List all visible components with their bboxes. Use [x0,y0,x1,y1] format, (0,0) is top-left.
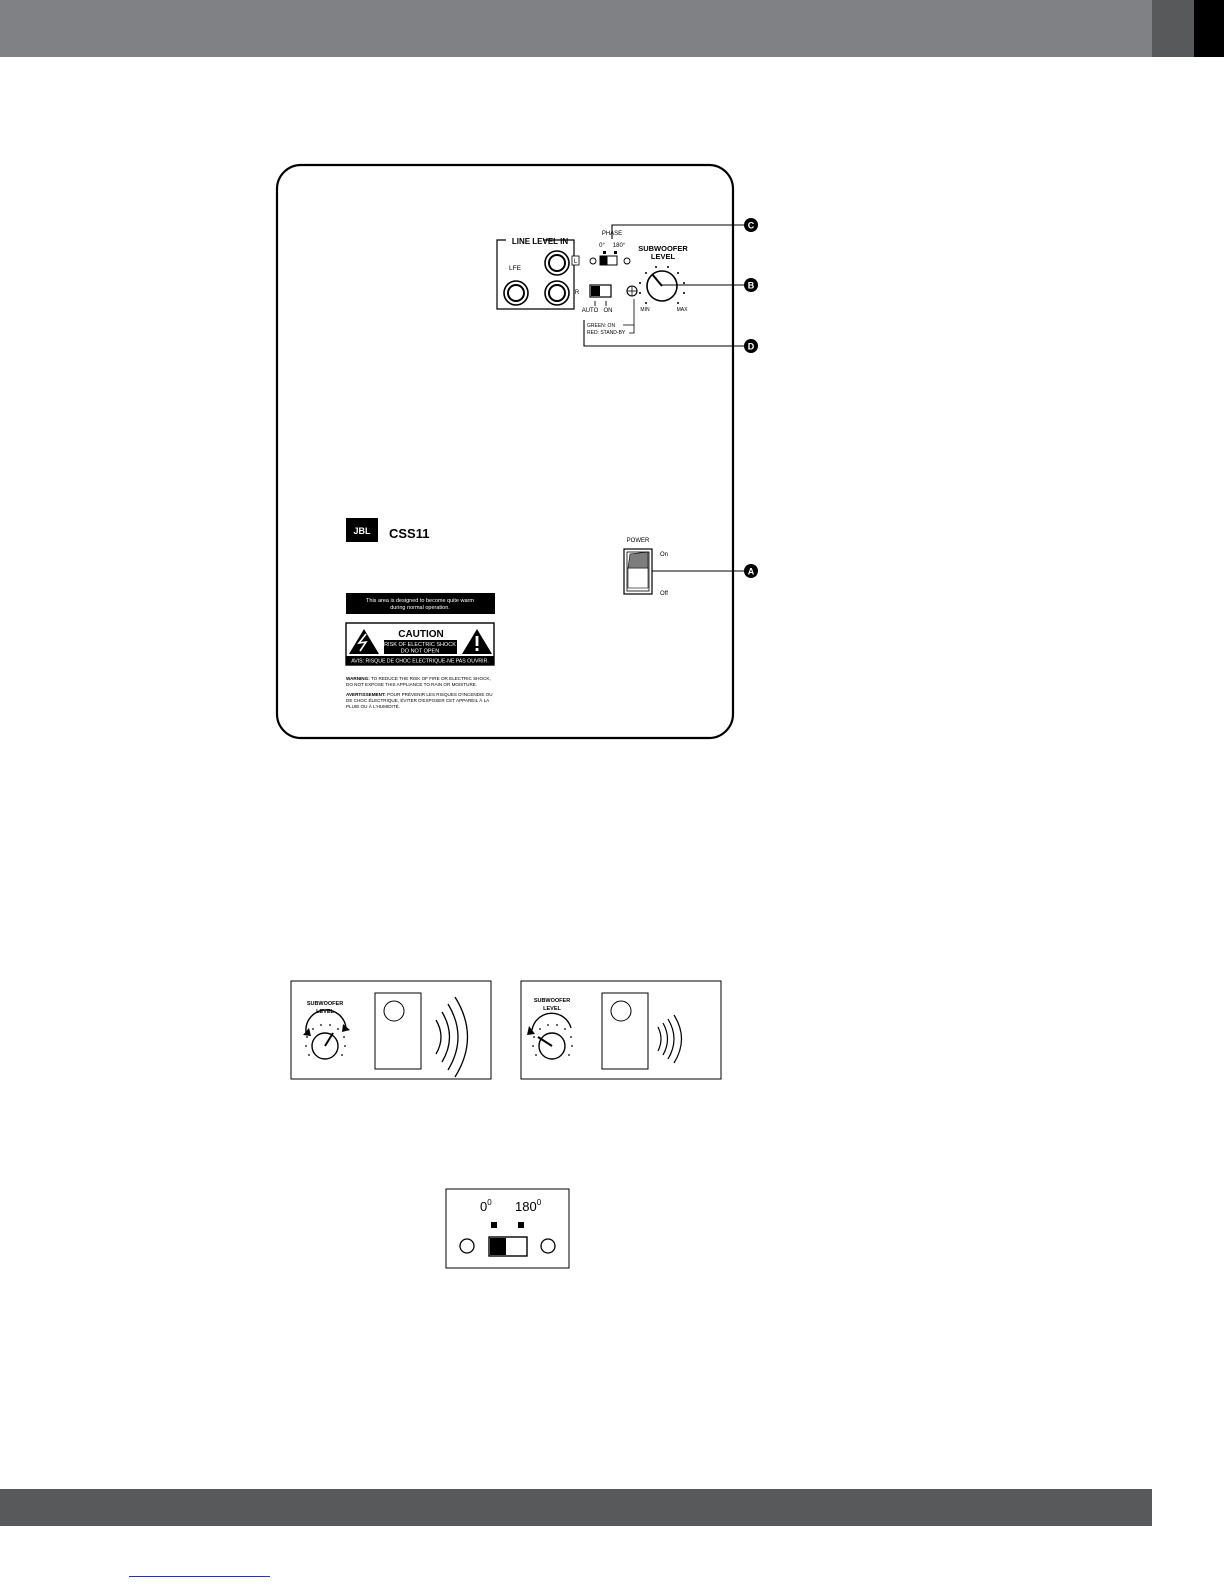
phase-figure-180-label: 1800 [515,1198,542,1214]
auto-label: AUTO [582,308,599,314]
phase-figure-0-label: 00 [480,1198,492,1214]
phase-switch[interactable] [599,255,618,266]
callout-a-label: A [748,567,755,577]
callout-c-label: C [748,221,755,231]
brand-area: JBL CSS11 [346,518,429,542]
status-led [626,285,638,297]
avertissement-bold: AVERTISSEMENT: [346,692,386,697]
level-figure-high: SUBWOOFER LEVEL [290,980,492,1080]
subwoofer-level-group: SUBWOOFER LEVEL MIN MAX [638,244,688,313]
power-switch[interactable] [623,548,653,595]
power-mode-group: AUTO ON GREEN: ON RED: STAND-BY [582,284,638,336]
power-label: POWER [627,538,650,544]
level-figure-low-label-2: LEVEL [543,1006,561,1012]
warning-line-1: TO REDUCE THE RISK OF FIRE OR ELECTRIC S… [371,676,491,681]
phase-figure-switch [488,1236,528,1257]
level-knob-high [311,1032,339,1060]
sound-waves-large-icon [435,996,469,1078]
caution-title: CAUTION [398,629,444,640]
footer-bar [0,1489,1152,1526]
level-label: LEVEL [651,252,676,261]
avertissement-line-3: PLUIE OU À L'HUMIDITÉ. [346,703,400,709]
avertissement-line-1: POUR PRÉVENIR LES RISQUES D'INCENDIE OU [387,691,493,697]
avis-text: AVIS: RISQUE DE CHOC ELECTRIQUE-NE PAS O… [351,659,489,665]
warm-notice-line-2: during normal operation. [390,605,450,611]
line-level-in-group: LINE LEVEL IN LFE L R [496,237,580,310]
subwoofer-label: SUBWOOFER [638,244,688,253]
warning-bold: WARNING: [346,676,370,681]
warning-text: WARNING: TO REDUCE THE RISK OF FIRE OR E… [346,676,493,709]
level-figure-low-label-1: SUBWOOFER [534,998,570,1004]
callout-leaders [583,224,744,572]
max-label: MAX [677,307,689,313]
lightning-warning-icon [349,629,379,654]
header-bar [0,0,1152,57]
jbl-logo [346,518,378,542]
power-on-label: On [660,552,668,558]
phase-switch-figure: 00 1800 [445,1188,570,1269]
header-bar-edge [1194,0,1224,57]
sound-waves-small-icon [657,1014,683,1064]
warning-line-2: DO NOT EXPOSE THIS APPLIANCE TO RAIN OR … [346,682,477,687]
power-switch-group: POWER On Off [623,538,668,597]
subwoofer-level-knob[interactable] [646,270,678,302]
right-label: R [575,290,580,296]
caution-label: CAUTION RISK OF ELECTRIC SHOCK DO NOT OP… [345,622,495,666]
level-figure-low: SUBWOOFER LEVEL [520,980,722,1080]
left-label: L [574,259,578,265]
left-input-jack[interactable] [544,250,570,276]
auto-on-switch[interactable] [589,284,612,298]
callout-a: A [744,564,758,578]
exclamation-warning-icon [462,629,492,654]
header-bar-tab [1152,0,1194,57]
power-off-label: Off [660,591,668,597]
lfe-label: LFE [509,265,522,272]
level-figure-high-label-2: LEVEL [316,1009,334,1015]
do-not-open-text: DO NOT OPEN [401,649,439,655]
callout-d-label: D [748,342,755,352]
callout-c: C [744,218,758,232]
brand-text: JBL [353,526,371,536]
level-figure-high-label-1: SUBWOOFER [307,1001,343,1007]
right-input-jack[interactable] [544,280,570,306]
callout-b-label: B [748,281,755,291]
min-label: MIN [640,307,650,313]
green-on-label: GREEN: ON [587,323,615,329]
callout-b: B [744,278,758,292]
avertissement-line-2: DE CHOC ÉLECTRIQUE, ÉVITER D'EXPOSER CET… [346,697,490,703]
phase-0-label: 0° [599,243,605,249]
on-label: ON [604,308,613,314]
shock-risk-text: RISK OF ELECTRIC SHOCK [384,642,456,648]
lfe-jack[interactable] [503,280,529,306]
line-level-in-label: LINE LEVEL IN [512,237,569,246]
phase-180-label: 180° [613,243,626,249]
footer-link-underline [129,1576,270,1577]
warm-notice: This area is designed to become quite wa… [346,593,495,614]
red-standby-label: RED: STAND-BY [587,330,626,336]
model-label: CSS11 [389,526,429,541]
level-knob-low [537,1032,566,1060]
callout-d: D [744,339,758,353]
warm-notice-line-1: This area is designed to become quite wa… [366,598,474,604]
svg-text:WARNING: TO REDUCE THE RISK OF: WARNING: TO REDUCE THE RISK OF FIRE OR E… [346,676,491,681]
svg-text:AVERTISSEMENT: POUR PRÉVENIR L: AVERTISSEMENT: POUR PRÉVENIR LES RISQUES… [346,691,493,697]
level-knob-ticks [639,266,685,304]
